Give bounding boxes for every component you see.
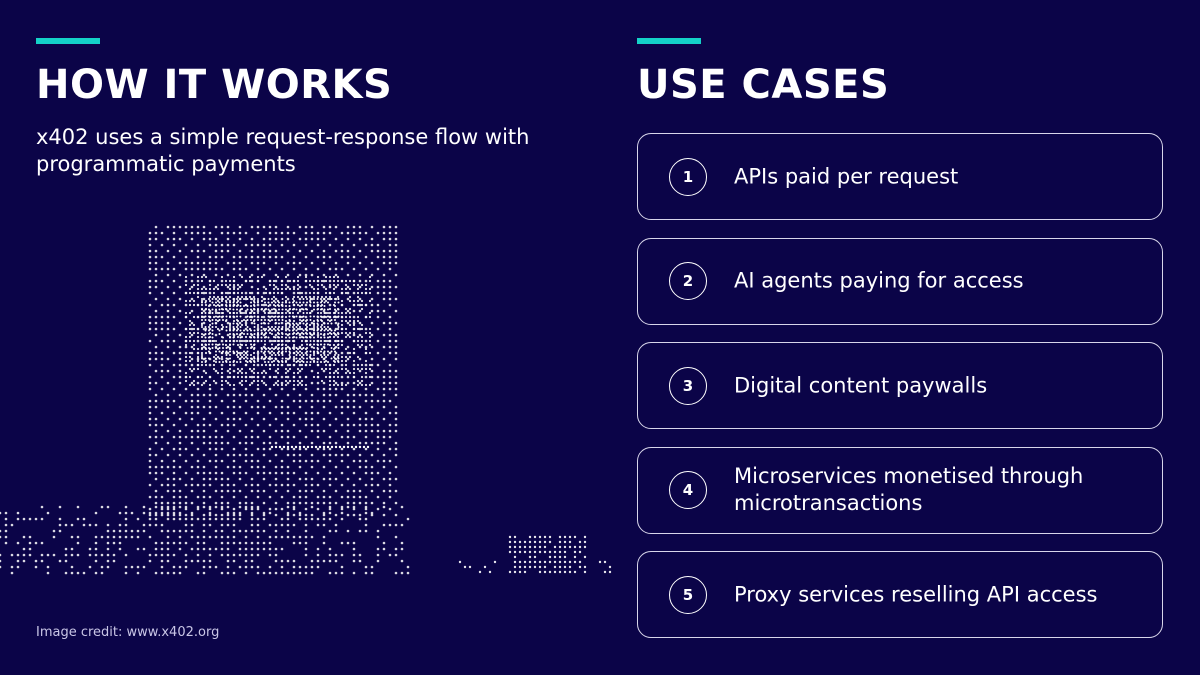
use-case-number-badge: 5 (669, 575, 707, 614)
use-case-card: 3 Digital content paywalls (637, 342, 1163, 429)
use-case-text: Digital content paywalls (734, 373, 988, 397)
accent-bar-right (637, 38, 701, 44)
use-case-card: 2 AI agents paying for access (637, 237, 1163, 325)
use-case-text: APIs paid per request (734, 164, 959, 188)
use-case-number-badge: 1 (669, 157, 707, 196)
use-case-list: 1 APIs paid per request 2 AI agents payi… (637, 133, 1163, 656)
pixel-computer-illustration (0, 225, 612, 575)
use-case-number-badge: 2 (669, 262, 707, 300)
use-case-text: AI agents paying for access (734, 268, 1024, 293)
use-case-number-badge: 4 (669, 471, 707, 509)
use-case-card: 1 APIs paid per request (637, 133, 1163, 220)
use-cases-heading: USE CASES (637, 62, 890, 108)
use-case-number-badge: 3 (669, 366, 707, 405)
image-credit: Image credit: www.x402.org (36, 625, 220, 640)
use-case-text: Microservices monetised through microtra… (734, 464, 1084, 515)
how-it-works-heading: HOW IT WORKS (36, 62, 393, 108)
use-case-text: Proxy services reselling API access (734, 582, 1098, 606)
accent-bar-left (36, 38, 100, 44)
use-case-card: 5 Proxy services reselling API access (637, 551, 1163, 638)
use-case-card: 4 Microservices monetised through microt… (637, 446, 1163, 534)
how-it-works-subtitle: x402 uses a simple request-response flow… (36, 125, 530, 176)
